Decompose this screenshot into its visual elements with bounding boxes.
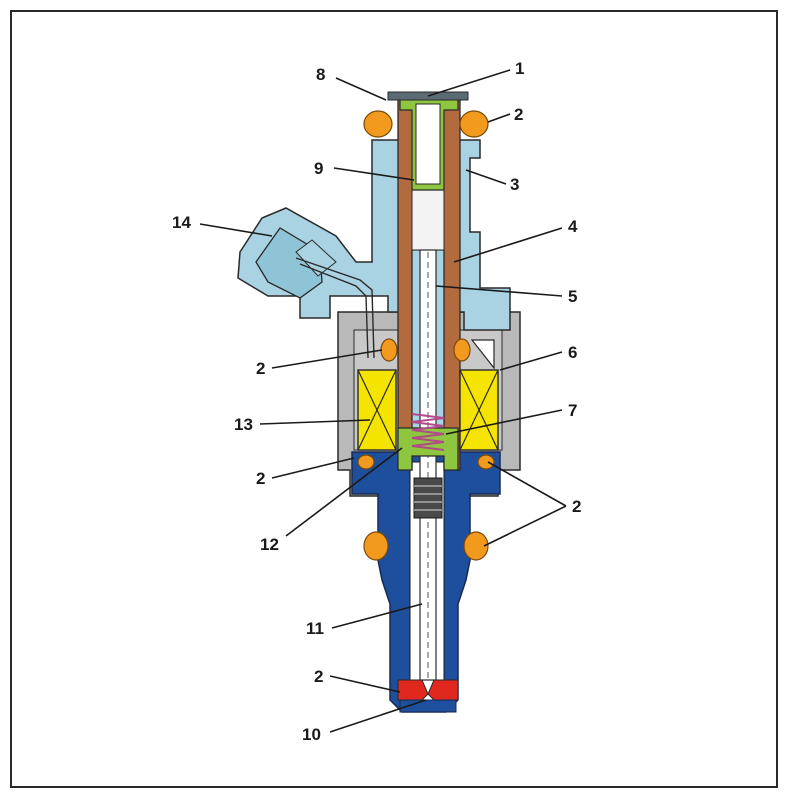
seal-ring-right — [453, 338, 471, 362]
label-2-left-lower: 2 — [256, 469, 265, 488]
label-10: 10 — [302, 725, 321, 744]
coil-terminal-block — [470, 339, 495, 370]
label-3: 3 — [510, 175, 519, 194]
nozzle-tip — [397, 679, 459, 713]
label-2-top: 2 — [514, 105, 523, 124]
label-11: 11 — [306, 619, 324, 638]
o-ring-top-right — [459, 110, 489, 138]
label-13: 13 — [234, 415, 253, 434]
label-2-bottom: 2 — [314, 667, 323, 686]
label-1: 1 — [515, 59, 524, 78]
coil-wire — [295, 257, 375, 359]
solenoid-coil-left — [357, 369, 397, 451]
label-2-right: 2 — [572, 497, 581, 516]
return-spring — [411, 413, 445, 451]
seal-lower-right — [477, 454, 495, 470]
label-7: 7 — [568, 401, 577, 420]
fuel-channel-mid — [411, 185, 445, 251]
label-4: 4 — [568, 217, 578, 236]
label-9: 9 — [314, 159, 323, 178]
label-14: 14 — [172, 213, 191, 232]
solenoid-coil-right — [459, 369, 499, 451]
leader-lines — [199, 69, 567, 733]
label-6: 6 — [568, 343, 577, 362]
label-8: 8 — [316, 65, 325, 84]
o-ring-bottom-left — [363, 531, 389, 561]
adjusting-sleeve-threads — [414, 485, 442, 511]
seal-ring-left — [380, 338, 398, 362]
label-12: 12 — [260, 535, 279, 554]
filter-element — [415, 103, 441, 185]
seal-lower-left — [357, 454, 375, 470]
o-ring-bottom-right — [463, 531, 489, 561]
label-2-left-upper: 2 — [256, 359, 265, 378]
label-5: 5 — [568, 287, 577, 306]
adjusting-sleeve — [413, 477, 443, 519]
o-ring-top-left — [363, 110, 393, 138]
